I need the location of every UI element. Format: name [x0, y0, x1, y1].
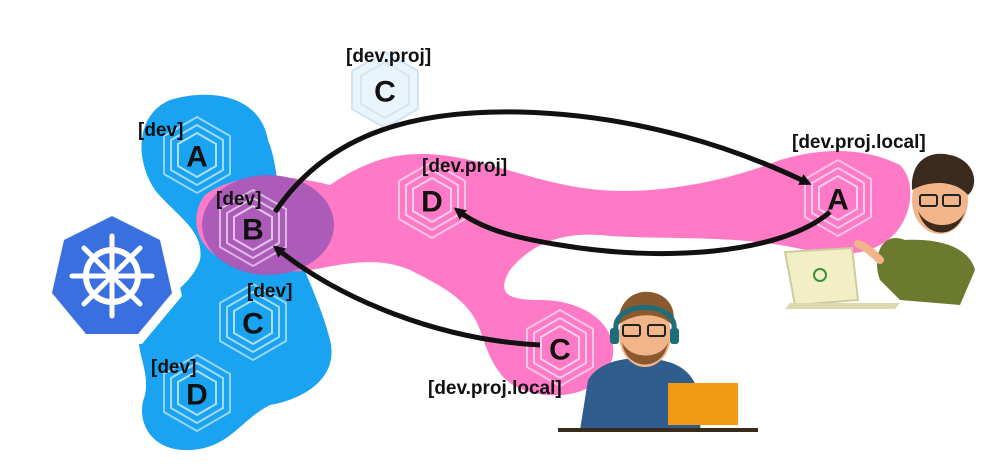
local-a-label: [dev.proj.local] [792, 132, 926, 153]
cluster-b-label: [dev] [216, 189, 261, 210]
local-c-label: [dev.proj.local] [428, 378, 562, 399]
cluster-a-letter: A [186, 141, 208, 174]
proj-d-label: [dev.proj] [422, 156, 507, 177]
local-a-letter: A [827, 184, 849, 217]
cluster-a-label: [dev] [138, 120, 183, 141]
cluster-d-letter: D [186, 379, 208, 412]
proj-c-label: [dev.proj] [346, 46, 431, 67]
proj-c-letter: C [374, 76, 396, 109]
local-c-letter: C [549, 334, 571, 367]
cluster-c-label: [dev] [247, 281, 292, 302]
kubernetes-icon [42, 206, 182, 344]
proj-d-letter: D [421, 186, 443, 219]
arrow-b-to-local-a [272, 109, 812, 214]
arrow-local-c-to-b [272, 245, 541, 348]
cluster-d-label: [dev] [151, 357, 196, 378]
cluster-c-letter: C [242, 308, 264, 341]
developer-with-laptop-illustration [783, 153, 975, 309]
cluster-b-letter: B [242, 214, 264, 247]
developer-with-headphones-illustration [558, 291, 758, 432]
local-region [196, 150, 911, 396]
arrow-local-a-to-proj-d [453, 207, 832, 257]
